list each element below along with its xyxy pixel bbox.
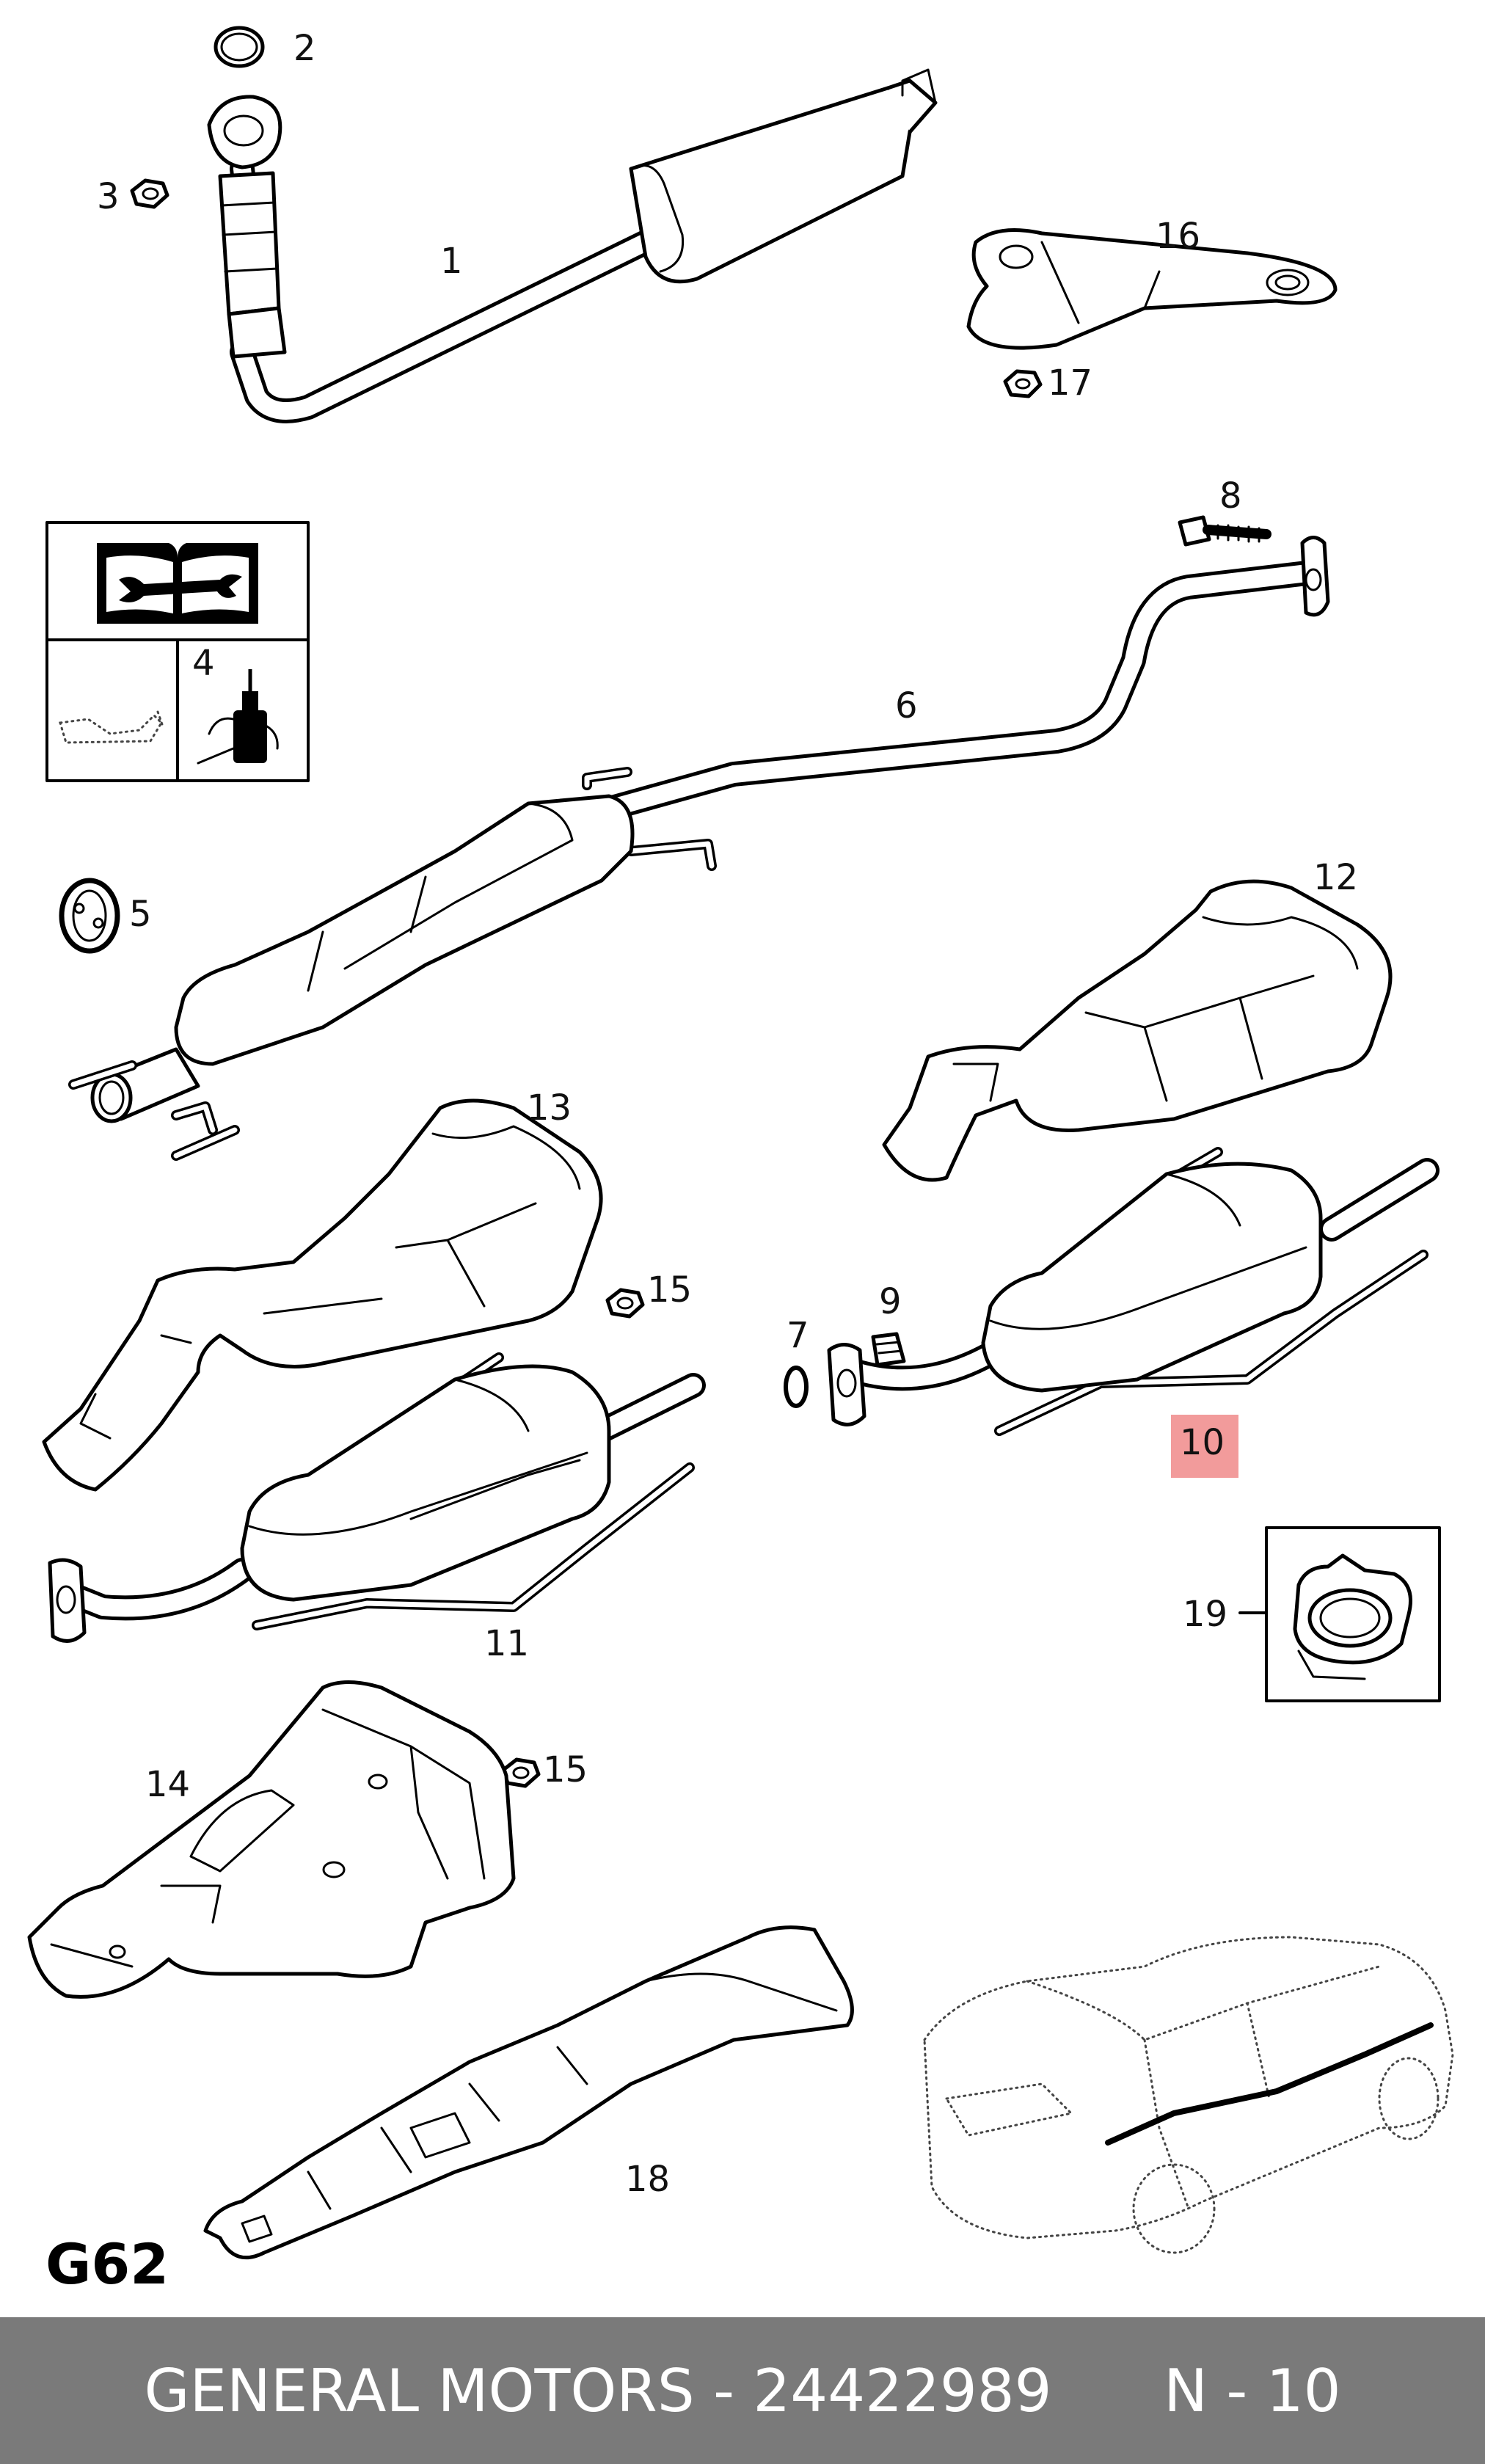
part-8-bolt[interactable] <box>1178 515 1271 547</box>
part-7-seal-ring[interactable] <box>784 1366 809 1408</box>
part-11-rear-silencer[interactable] <box>48 1352 706 1643</box>
repair-info-box <box>45 521 310 782</box>
footer-bar: GENERAL MOTORS - 24422989 N - 10 <box>0 2317 1485 2464</box>
callout-2: 2 <box>293 28 316 69</box>
callout-17: 17 <box>1048 362 1092 404</box>
callout-8: 8 <box>1219 475 1242 517</box>
part-1-front-pipe-catalyst[interactable] <box>207 68 938 423</box>
callout-6: 6 <box>895 685 918 726</box>
callout-16: 16 <box>1156 216 1200 257</box>
footer-position: N - 10 <box>1164 2356 1341 2425</box>
part-5-rubber-mount[interactable] <box>59 878 120 954</box>
callout-10: 10 <box>1180 1422 1225 1463</box>
callout-labels: 2 3 1 16 17 8 4 6 5 12 13 15 7 9 10 11 1… <box>45 28 1358 2297</box>
callout-19: 19 <box>1183 1594 1227 1635</box>
footer-spacer <box>1052 2357 1164 2425</box>
callout-18: 18 <box>625 2159 670 2200</box>
oil-drain-icon <box>59 710 164 744</box>
footer-brand-part-number: GENERAL MOTORS - 24422989 <box>144 2356 1052 2425</box>
callout-3: 3 <box>97 176 120 217</box>
callout-14: 14 <box>145 1764 190 1805</box>
callout-12: 12 <box>1313 857 1358 898</box>
repair-manual-icon <box>97 543 258 624</box>
highlight-part-10[interactable] <box>1171 1415 1238 1478</box>
part-15-nut-lower[interactable] <box>501 1757 541 1788</box>
callout-5: 5 <box>129 894 152 935</box>
callout-15-upper: 15 <box>647 1269 692 1311</box>
callout-7: 7 <box>787 1315 809 1356</box>
part-3-nut[interactable] <box>130 178 169 209</box>
part-2-gasket[interactable] <box>214 26 265 68</box>
diagram-code: G62 <box>45 2231 169 2297</box>
vehicle-location-illustration <box>923 1936 1454 2254</box>
part-12-heat-shield[interactable] <box>882 879 1393 1182</box>
part-17-nut[interactable] <box>1003 369 1043 398</box>
callout-11: 11 <box>484 1623 529 1664</box>
part-10-rear-silencer[interactable] <box>827 1147 1440 1436</box>
part-18-underbody-shield[interactable] <box>203 1925 854 2260</box>
part-13-heat-shield[interactable] <box>42 1098 603 1492</box>
part-9-plug[interactable] <box>871 1332 906 1367</box>
part-14-heat-shield[interactable] <box>27 1680 516 1999</box>
callout-9: 9 <box>879 1281 902 1322</box>
part-16-bracket[interactable] <box>966 228 1338 350</box>
callout-15-lower: 15 <box>543 1749 588 1790</box>
part-19-clamp-box[interactable] <box>1238 1526 1441 1702</box>
exhaust-system-diagram: 2 3 1 16 17 8 4 6 5 12 13 15 7 9 10 11 1… <box>27 26 1454 2297</box>
part-6-center-pipe-silencer[interactable] <box>68 536 1330 1161</box>
sealant-tube-icon <box>197 669 279 765</box>
callout-13: 13 <box>527 1087 572 1129</box>
callout-1: 1 <box>440 241 463 282</box>
callout-4: 4 <box>192 643 215 684</box>
part-15-nut-upper[interactable] <box>605 1288 645 1319</box>
